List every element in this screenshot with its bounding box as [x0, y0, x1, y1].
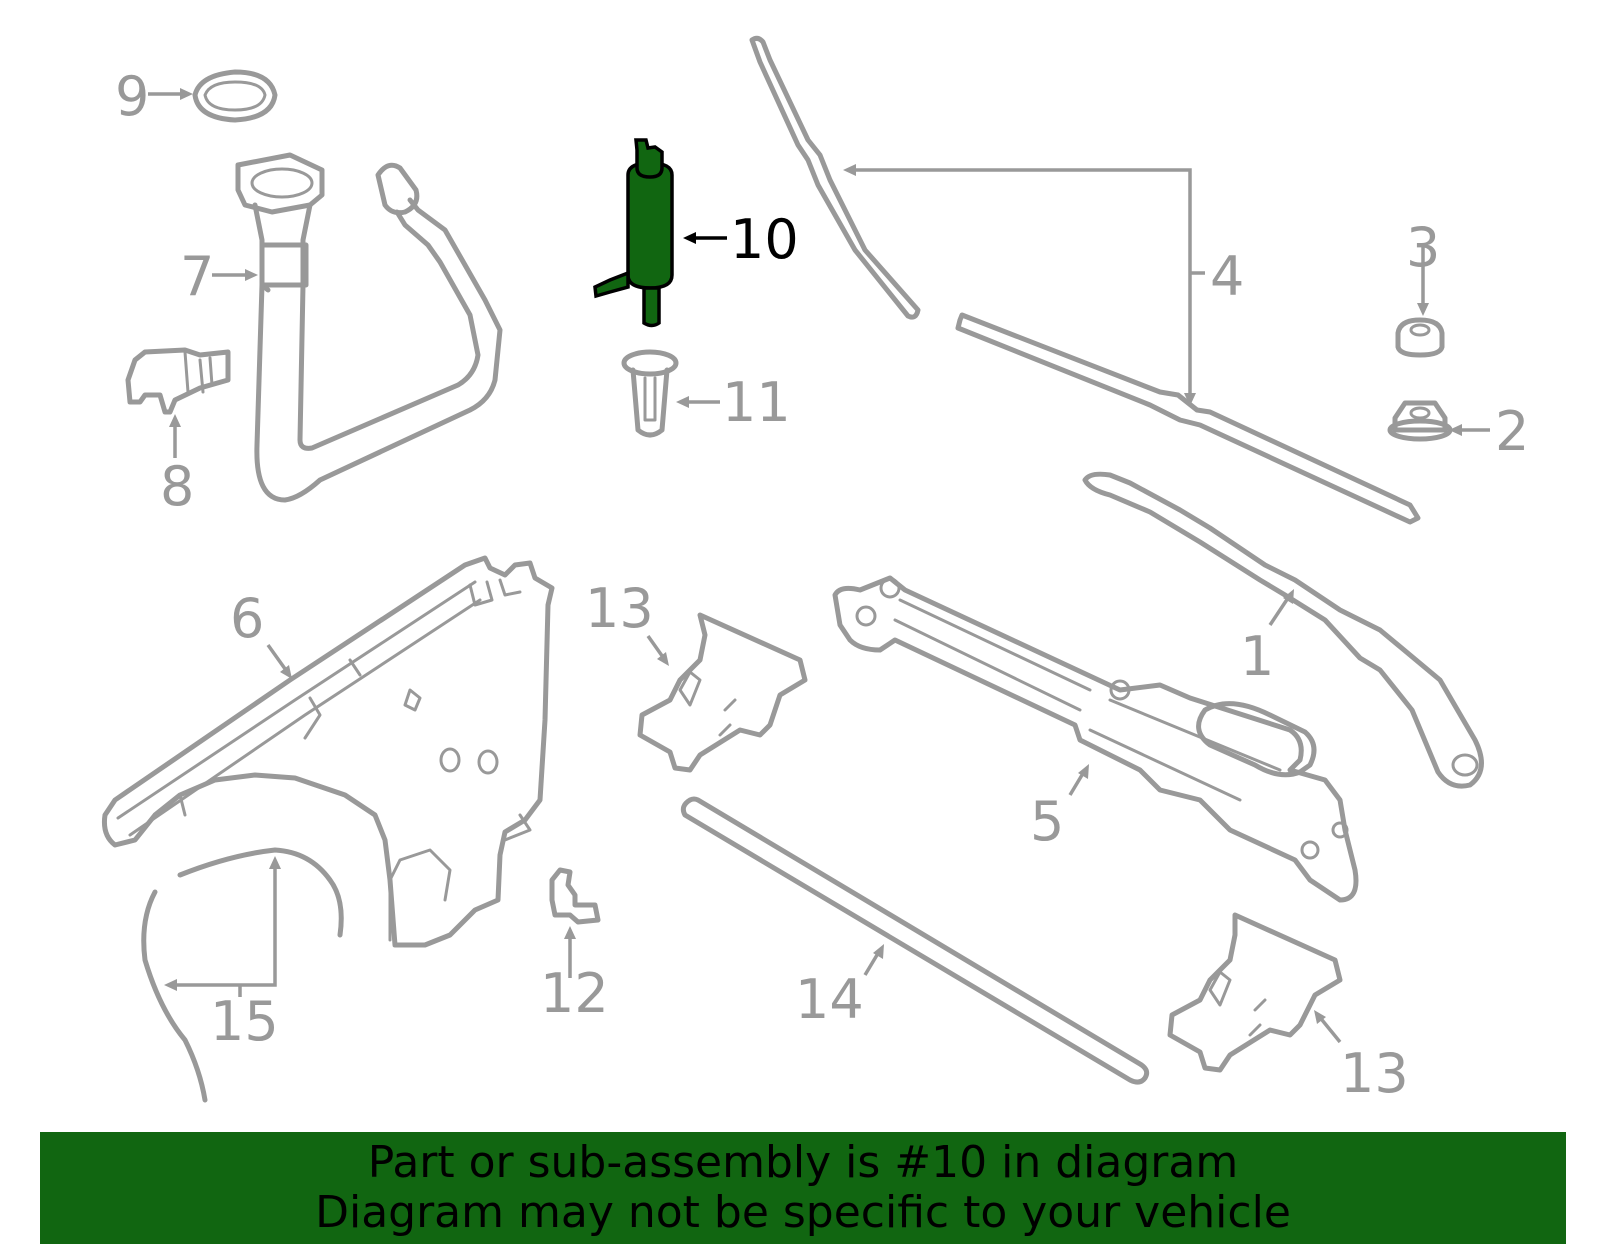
banner-line-part: Part or sub-assembly is #10 in diagram: [367, 1137, 1239, 1188]
part-5-wiper-linkage: [832, 575, 1359, 903]
callout-13-lower: 13: [1340, 1042, 1409, 1105]
part-9-cap: [192, 69, 278, 123]
callout-8: 8: [160, 455, 194, 518]
part-15-hoses: [141, 847, 344, 1103]
part-1-wiper-arm: [1082, 471, 1484, 789]
callout-6: 6: [230, 587, 264, 650]
part-6-reservoir: [102, 555, 555, 948]
callout-10: 10: [730, 208, 799, 271]
callout-11: 11: [722, 371, 791, 434]
banner-line-disclaimer: Diagram may not be specific to your vehi…: [315, 1187, 1291, 1238]
part-11-grommet: [621, 349, 679, 438]
part-2-flange-nut: [1387, 400, 1453, 442]
part-12-clip: [549, 867, 601, 925]
part-4-wiper-blades: [749, 35, 1421, 525]
part-13-bracket-upper: [637, 612, 808, 773]
part-3-nut: [1395, 317, 1445, 358]
part-7-filler-neck: [235, 152, 503, 503]
part-14-rod: [680, 796, 1150, 1085]
info-banner: Part or sub-assembly is #10 in diagram D…: [40, 1132, 1566, 1244]
callout-2: 2: [1495, 400, 1529, 463]
callout-13-upper: 13: [585, 577, 654, 640]
callout-5: 5: [1030, 790, 1064, 853]
callout-4: 4: [1210, 245, 1244, 308]
part-8-clip: [125, 347, 231, 415]
callout-15: 15: [210, 990, 279, 1053]
callout-12: 12: [540, 962, 609, 1025]
callout-1: 1: [1240, 625, 1274, 688]
callout-7: 7: [180, 245, 214, 308]
part-13-bracket-lower: [1167, 912, 1343, 1073]
leader-lines: [148, 88, 1490, 1044]
callout-14: 14: [795, 968, 864, 1031]
part-10-washer-pump: [593, 138, 674, 328]
callout-9: 9: [115, 65, 149, 128]
callout-3: 3: [1406, 216, 1440, 279]
